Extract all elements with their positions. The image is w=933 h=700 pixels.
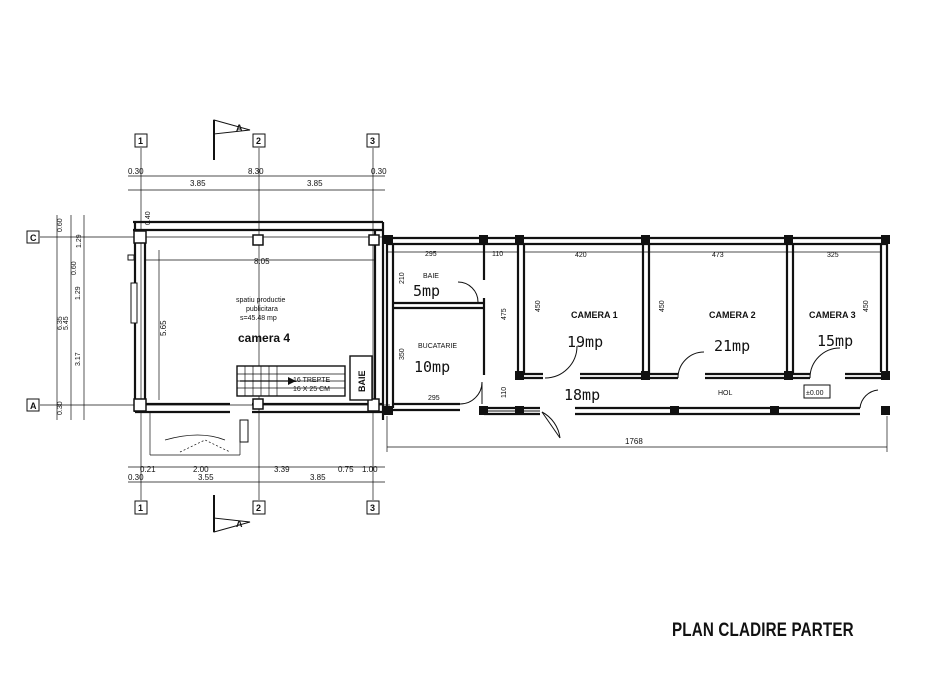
section-mark-bottom-label: A	[236, 519, 243, 529]
dim-bottom-6: 0.30	[128, 473, 144, 482]
camera2-label: CAMERA 2	[709, 310, 756, 320]
dim-corridor-width: 110	[492, 251, 503, 258]
hol-label: HOL	[718, 390, 733, 397]
dim-bucatarie-height: 350	[399, 348, 406, 360]
bucatarie-label: BUCATARIE	[418, 343, 457, 350]
section-mark-bottom: A	[213, 495, 251, 533]
grid-axis-1-bottom: 1	[138, 503, 143, 513]
grid-axis-2-bottom: 2	[256, 503, 261, 513]
stairs-line-2: 16 X 25 CM	[293, 386, 330, 393]
dim-bottom-8: 3.85	[310, 473, 326, 482]
dim-left-6: 5.45	[63, 316, 70, 330]
grid-axis-3-bottom: 3	[370, 503, 375, 513]
left-dimensions: 0.60 1.29 0.60 1.29 6.35 5.45 3.17 0.30	[56, 215, 85, 420]
dim-corridor-bottom: 110	[501, 387, 508, 398]
camera4-note-2: publicitara	[246, 306, 278, 313]
main-building-walls	[127, 220, 385, 456]
camera4-label: camera 4	[238, 331, 290, 345]
dim-annex-total: 1768	[625, 437, 643, 446]
dim-baie-width: 295	[425, 251, 437, 258]
annex-walls	[384, 235, 890, 452]
dim-left-4: 1.29	[75, 286, 82, 300]
plan-title: PLAN CLADIRE PARTER	[672, 620, 854, 641]
dim-bottom-5: 1.00	[362, 465, 378, 474]
grid-axis-c: C	[30, 233, 37, 243]
camera1-area: 19mp	[567, 333, 603, 351]
dim-baie-height: 210	[399, 272, 406, 284]
camera3-area: 15mp	[817, 332, 853, 350]
bottom-dimensions: 0.21 2.00 3.39 0.75 1.00 0.30 3.55 3.85	[128, 465, 385, 483]
dim-bottom-7: 3.55	[198, 473, 214, 482]
dim-bucatarie-width: 295	[428, 395, 440, 402]
level-marker: ±0.00	[806, 390, 824, 397]
grid-axis-2-top: 2	[256, 136, 261, 146]
camera4-note-3: s=45.48 mp	[240, 315, 277, 322]
dim-corridor-height: 475	[501, 308, 508, 320]
staircase: 16 TREPTE 16 X 25 CM BAIE	[236, 355, 373, 401]
grid-axis-1-top: 1	[138, 136, 143, 146]
annex-room-labels: BAIE 5mp BUCATARIE 10mp CAMERA 1 19mp CA…	[413, 273, 856, 404]
dim-camera1-height: 450	[535, 300, 542, 312]
bucatarie-area: 10mp	[414, 358, 450, 376]
hol-area: 18mp	[564, 386, 600, 404]
section-mark-top-label: A	[236, 123, 243, 133]
annex-dimensions: 295 110 210 475 350 295 110 420 473 325 …	[399, 251, 870, 446]
camera2-area: 21mp	[714, 337, 750, 355]
camera3-label: CAMERA 3	[809, 310, 856, 320]
dim-left-7: 3.17	[75, 352, 82, 366]
baie-vertical-label: BAIE	[357, 370, 367, 392]
top-dimensions: 0.30 8.30 0.30 3.85 3.85 0.40	[128, 167, 387, 225]
grid-axis-3-top: 3	[370, 136, 375, 146]
dim-top-span-2: 3.85	[307, 179, 323, 188]
grid-axis-markers: 1 2 3 1 2 3 C A	[26, 133, 390, 515]
dim-camera1-width: 420	[575, 252, 587, 259]
dim-bottom-1: 0.21	[140, 465, 156, 474]
camera1-label: CAMERA 1	[571, 310, 618, 320]
dim-left-2: 1.29	[76, 234, 83, 248]
dim-top-span-1: 3.85	[190, 179, 206, 188]
dim-top-extra: 0.40	[145, 211, 152, 225]
dim-left-1: 0.60	[57, 218, 64, 232]
dim-camera3-width: 325	[827, 252, 839, 259]
dim-top-right-offset: 0.30	[371, 167, 387, 176]
stairs-line-1: 16 TREPTE	[293, 377, 331, 384]
section-mark-top: A	[213, 119, 251, 160]
dim-camera3-height: 450	[863, 300, 870, 312]
dim-inner-side: 5.65	[159, 320, 168, 336]
dim-left-5: 6.35	[57, 316, 64, 330]
baie-area: 5mp	[413, 282, 440, 300]
dim-camera2-height: 450	[659, 300, 666, 312]
dim-top-total: 8.30	[248, 167, 264, 176]
dim-left-3: 0.60	[71, 261, 78, 275]
dim-inner-top: 8.05	[254, 257, 270, 266]
dim-bottom-4: 0.75	[338, 465, 354, 474]
dim-bottom-2: 2.00	[193, 465, 209, 474]
dim-top-left-offset: 0.30	[128, 167, 144, 176]
grid-axis-a: A	[30, 401, 37, 411]
dim-bottom-3: 3.39	[274, 465, 290, 474]
camera4-labels: spatiu productie publicitara s=45.48 mp …	[159, 257, 290, 345]
baie-label: BAIE	[423, 273, 439, 280]
dim-camera2-width: 473	[712, 252, 724, 259]
camera4-note-1: spatiu productie	[236, 297, 286, 304]
dim-left-8: 0.30	[57, 401, 64, 415]
